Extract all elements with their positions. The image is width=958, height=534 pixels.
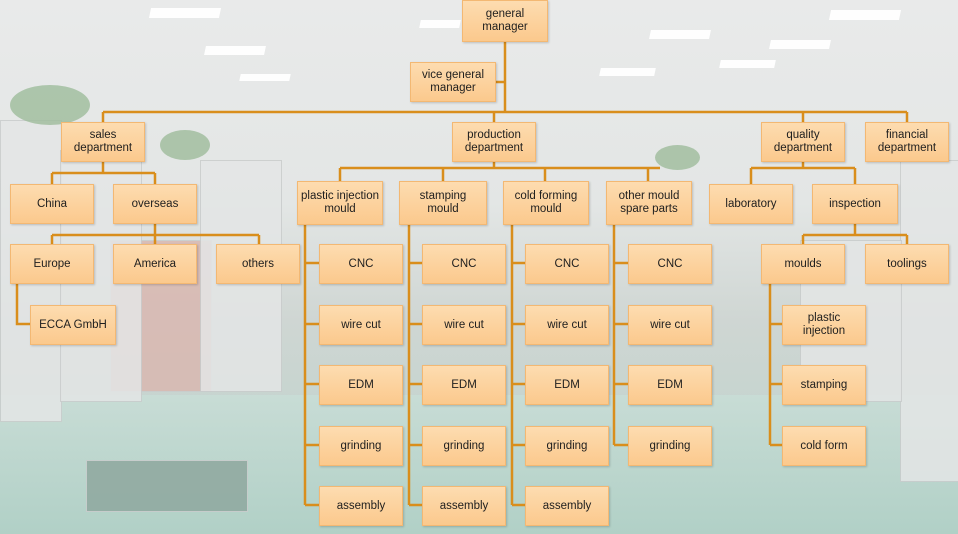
connector <box>512 261 525 507</box>
connector <box>409 261 422 507</box>
connector <box>15 283 30 326</box>
stamping-assembly-box: assembly <box>422 486 506 526</box>
china-box: China <box>10 184 94 224</box>
cold-forming-assembly-box: assembly <box>525 486 609 526</box>
cold-forming-edm-box: EDM <box>525 365 609 405</box>
vice-general-manager-box: vice general manager <box>410 62 496 102</box>
connector <box>801 223 909 244</box>
pim-edm-box: EDM <box>319 365 403 405</box>
connector <box>50 224 261 244</box>
pim-assembly-box: assembly <box>319 486 403 526</box>
moulds-plastic-injection-box: plastic injection <box>782 305 866 345</box>
production-department-box: production department <box>452 122 536 162</box>
other-mould-wire-cut-box: wire cut <box>628 305 712 345</box>
cold-forming-grinding-box: grinding <box>525 426 609 466</box>
other-mould-cnc-box: CNC <box>628 244 712 284</box>
financial-department-box: financial department <box>865 122 949 162</box>
connector <box>338 162 660 184</box>
connector <box>305 261 319 507</box>
america-box: America <box>113 244 197 284</box>
stamping-grinding-box: grinding <box>422 426 506 466</box>
inspection-box: inspection <box>812 184 898 224</box>
quality-department-box: quality department <box>761 122 845 162</box>
plastic-injection-mould-box: plastic injection mould <box>297 181 383 225</box>
pim-cnc-box: CNC <box>319 244 403 284</box>
pim-grinding-box: grinding <box>319 426 403 466</box>
stamping-mould-box: stamping mould <box>399 181 487 225</box>
other-mould-grinding-box: grinding <box>628 426 712 466</box>
overseas-box: overseas <box>113 184 197 224</box>
connector <box>749 162 857 184</box>
cold-forming-mould-box: cold forming mould <box>503 181 589 225</box>
stamping-wire-cut-box: wire cut <box>422 305 506 345</box>
other-mould-spare-parts-box: other mould spare parts <box>606 181 692 225</box>
connector <box>50 162 157 184</box>
cold-forming-wire-cut-box: wire cut <box>525 305 609 345</box>
others-box: others <box>216 244 300 284</box>
other-mould-edm-box: EDM <box>628 365 712 405</box>
moulds-cold-form-box: cold form <box>782 426 866 466</box>
laboratory-box: laboratory <box>709 184 793 224</box>
ecca-gmbh-box: ECCA GmbH <box>30 305 116 345</box>
general-manager-box: general manager <box>462 0 548 42</box>
connector <box>770 322 782 447</box>
stamping-edm-box: EDM <box>422 365 506 405</box>
pim-wire-cut-box: wire cut <box>319 305 403 345</box>
cold-forming-cnc-box: CNC <box>525 244 609 284</box>
stamping-cnc-box: CNC <box>422 244 506 284</box>
moulds-box: moulds <box>761 244 845 284</box>
connector <box>614 261 628 447</box>
sales-department-box: sales department <box>61 122 145 162</box>
toolings-box: toolings <box>865 244 949 284</box>
moulds-stamping-box: stamping <box>782 365 866 405</box>
europe-box: Europe <box>10 244 94 284</box>
